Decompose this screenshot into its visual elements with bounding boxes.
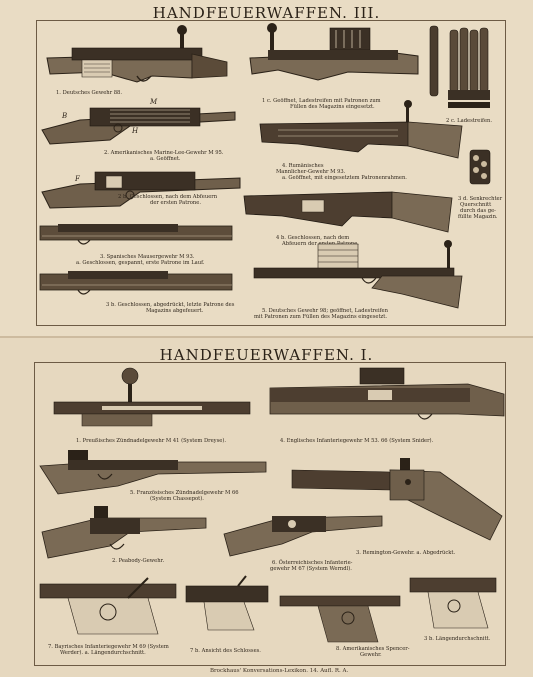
caption-b2: 2. Peabody-Gewehr. bbox=[112, 558, 165, 564]
figure-werndl bbox=[222, 504, 383, 558]
caption-2c: 2 c. Ladestreifen. bbox=[446, 118, 493, 124]
caption-3c-line2: Magazins abgefeuert. bbox=[146, 308, 204, 314]
caption-b8-line2: Gewehr. bbox=[360, 652, 382, 658]
caption-2c-line2: der ersten Patrone. bbox=[150, 200, 201, 206]
caption-2a: 2. Amerikanisches Marine-Lee-Gewehr M 95… bbox=[104, 150, 224, 156]
figure-gewehr-88 bbox=[42, 22, 232, 92]
figure-marine-lee-closed bbox=[40, 162, 241, 210]
figure-werder-lock bbox=[184, 574, 270, 634]
caption-3d-line2: Querschnitt bbox=[460, 202, 492, 208]
figure-magazine-section bbox=[468, 148, 492, 188]
caption-b4: 4. Englisches Infanteriegewehr M 53. 66 … bbox=[280, 438, 434, 444]
caption-4a-line2: Mannlicher-Gewehr M 93. bbox=[276, 169, 346, 175]
caption-b6-line1: 6. Österreichisches Infanterie- bbox=[272, 560, 353, 566]
figure-ladestreifen bbox=[426, 24, 496, 114]
caption-b5-line1: 5. Französisches Zündnadelgewehr M 66 bbox=[130, 490, 239, 496]
caption-b3: 3. Remington-Gewehr. a. Abgedrückt. bbox=[356, 550, 456, 556]
caption-1c-line2: Füllen des Magazins eingesetzt. bbox=[290, 104, 375, 110]
caption-5-line2: mit Patronen zum Füllen des Magazins ein… bbox=[254, 314, 388, 320]
caption-b1: 1. Preußisches Zündnadelgewehr M 41 (Sys… bbox=[76, 438, 227, 444]
caption-1c-line1: 1 c. Geöffnet, Ladestreifen mit Patronen… bbox=[262, 98, 381, 104]
figure-dreyse bbox=[52, 366, 252, 432]
caption-3d-line3: durch das ge- bbox=[460, 208, 496, 214]
caption-b7-line2: Werder). a. Längendurchschnitt. bbox=[60, 650, 146, 656]
caption-5-line1: 5. Deutsches Gewehr 98; geöffnet, Ladest… bbox=[262, 308, 388, 314]
figure-peabody bbox=[40, 504, 207, 560]
figure-marine-lee-open bbox=[40, 100, 236, 148]
caption-b7-line1: 7. Bayrisches Infanteriegewehr M 69 (Sys… bbox=[48, 644, 169, 650]
caption-b7b: 7 b. Ansicht des Schlosses. bbox=[190, 648, 261, 654]
plate-handfeuerwaffen-iii: HANDFEUERWAFFEN. III. 1. Deutsches Geweh… bbox=[0, 0, 533, 336]
caption-2b: a. Geöffnet. bbox=[150, 156, 181, 162]
figure-mannlicher-open bbox=[258, 100, 463, 160]
figure-mauser-93-a bbox=[38, 220, 236, 250]
figure-werder-section bbox=[38, 574, 178, 638]
plate-title: HANDFEUERWAFFEN. III. bbox=[152, 4, 381, 22]
caption-3a: 3. Spanisches Mausergewehr M 93. bbox=[100, 254, 195, 260]
caption-b8-line1: 8. Amerikanisches Spencer- bbox=[336, 646, 410, 652]
figure-remington bbox=[290, 456, 503, 542]
caption-3c-line1: 3 b. Geschlossen, abgedrückt, letzte Pat… bbox=[106, 302, 235, 308]
label-b: B bbox=[62, 112, 68, 120]
publisher-footer: Brockhaus' Konversations-Lexikon. 14. Au… bbox=[210, 668, 349, 674]
label-m: M bbox=[150, 98, 158, 106]
plate-handfeuerwaffen-i: HANDFEUERWAFFEN. I. 1. Preußisches Zündn… bbox=[0, 338, 533, 677]
caption-2c-line1: 2 b. Geschlossen, nach dem Abfeuern bbox=[118, 194, 218, 200]
caption-b5-line2: (System Chassepot). bbox=[150, 496, 204, 502]
caption-4a-line3: a. Geöffnet, mit eingesetztem Patronenra… bbox=[282, 175, 407, 181]
figure-spencer bbox=[278, 588, 408, 644]
plate-frame bbox=[36, 20, 506, 326]
caption-3b: a. Geschlossen, gespannt, erste Patrone … bbox=[76, 260, 205, 266]
figure-mauser-93-b bbox=[38, 268, 236, 298]
figure-remington-section bbox=[408, 572, 502, 632]
caption-4b-line1: 4 b. Geschlossen, nach dem bbox=[276, 235, 350, 241]
figure-snider bbox=[268, 364, 505, 434]
caption-b3b: 3 b. Längendurchschnitt. bbox=[424, 636, 491, 642]
caption-3d-line4: füllte Magazin. bbox=[458, 214, 498, 220]
figure-gewehr-98-loading bbox=[252, 238, 463, 310]
figure-gewehr-88-loading bbox=[248, 22, 419, 88]
caption-1: 1. Deutsches Gewehr 88. bbox=[56, 90, 122, 96]
caption-3d-line1: 3 d. Senkrechter bbox=[458, 196, 503, 202]
caption-4a-line1: 4. Rumänisches bbox=[282, 163, 324, 169]
figure-chassepot bbox=[38, 444, 267, 496]
plate-frame bbox=[34, 362, 506, 666]
label-f: F bbox=[75, 175, 80, 183]
label-h: H bbox=[132, 127, 139, 135]
plate-title: HANDFEUERWAFFEN. I. bbox=[159, 346, 374, 364]
caption-b6-line2: gewehr M 67 (System Werndl). bbox=[270, 566, 352, 572]
figure-mannlicher-closed bbox=[242, 182, 454, 234]
